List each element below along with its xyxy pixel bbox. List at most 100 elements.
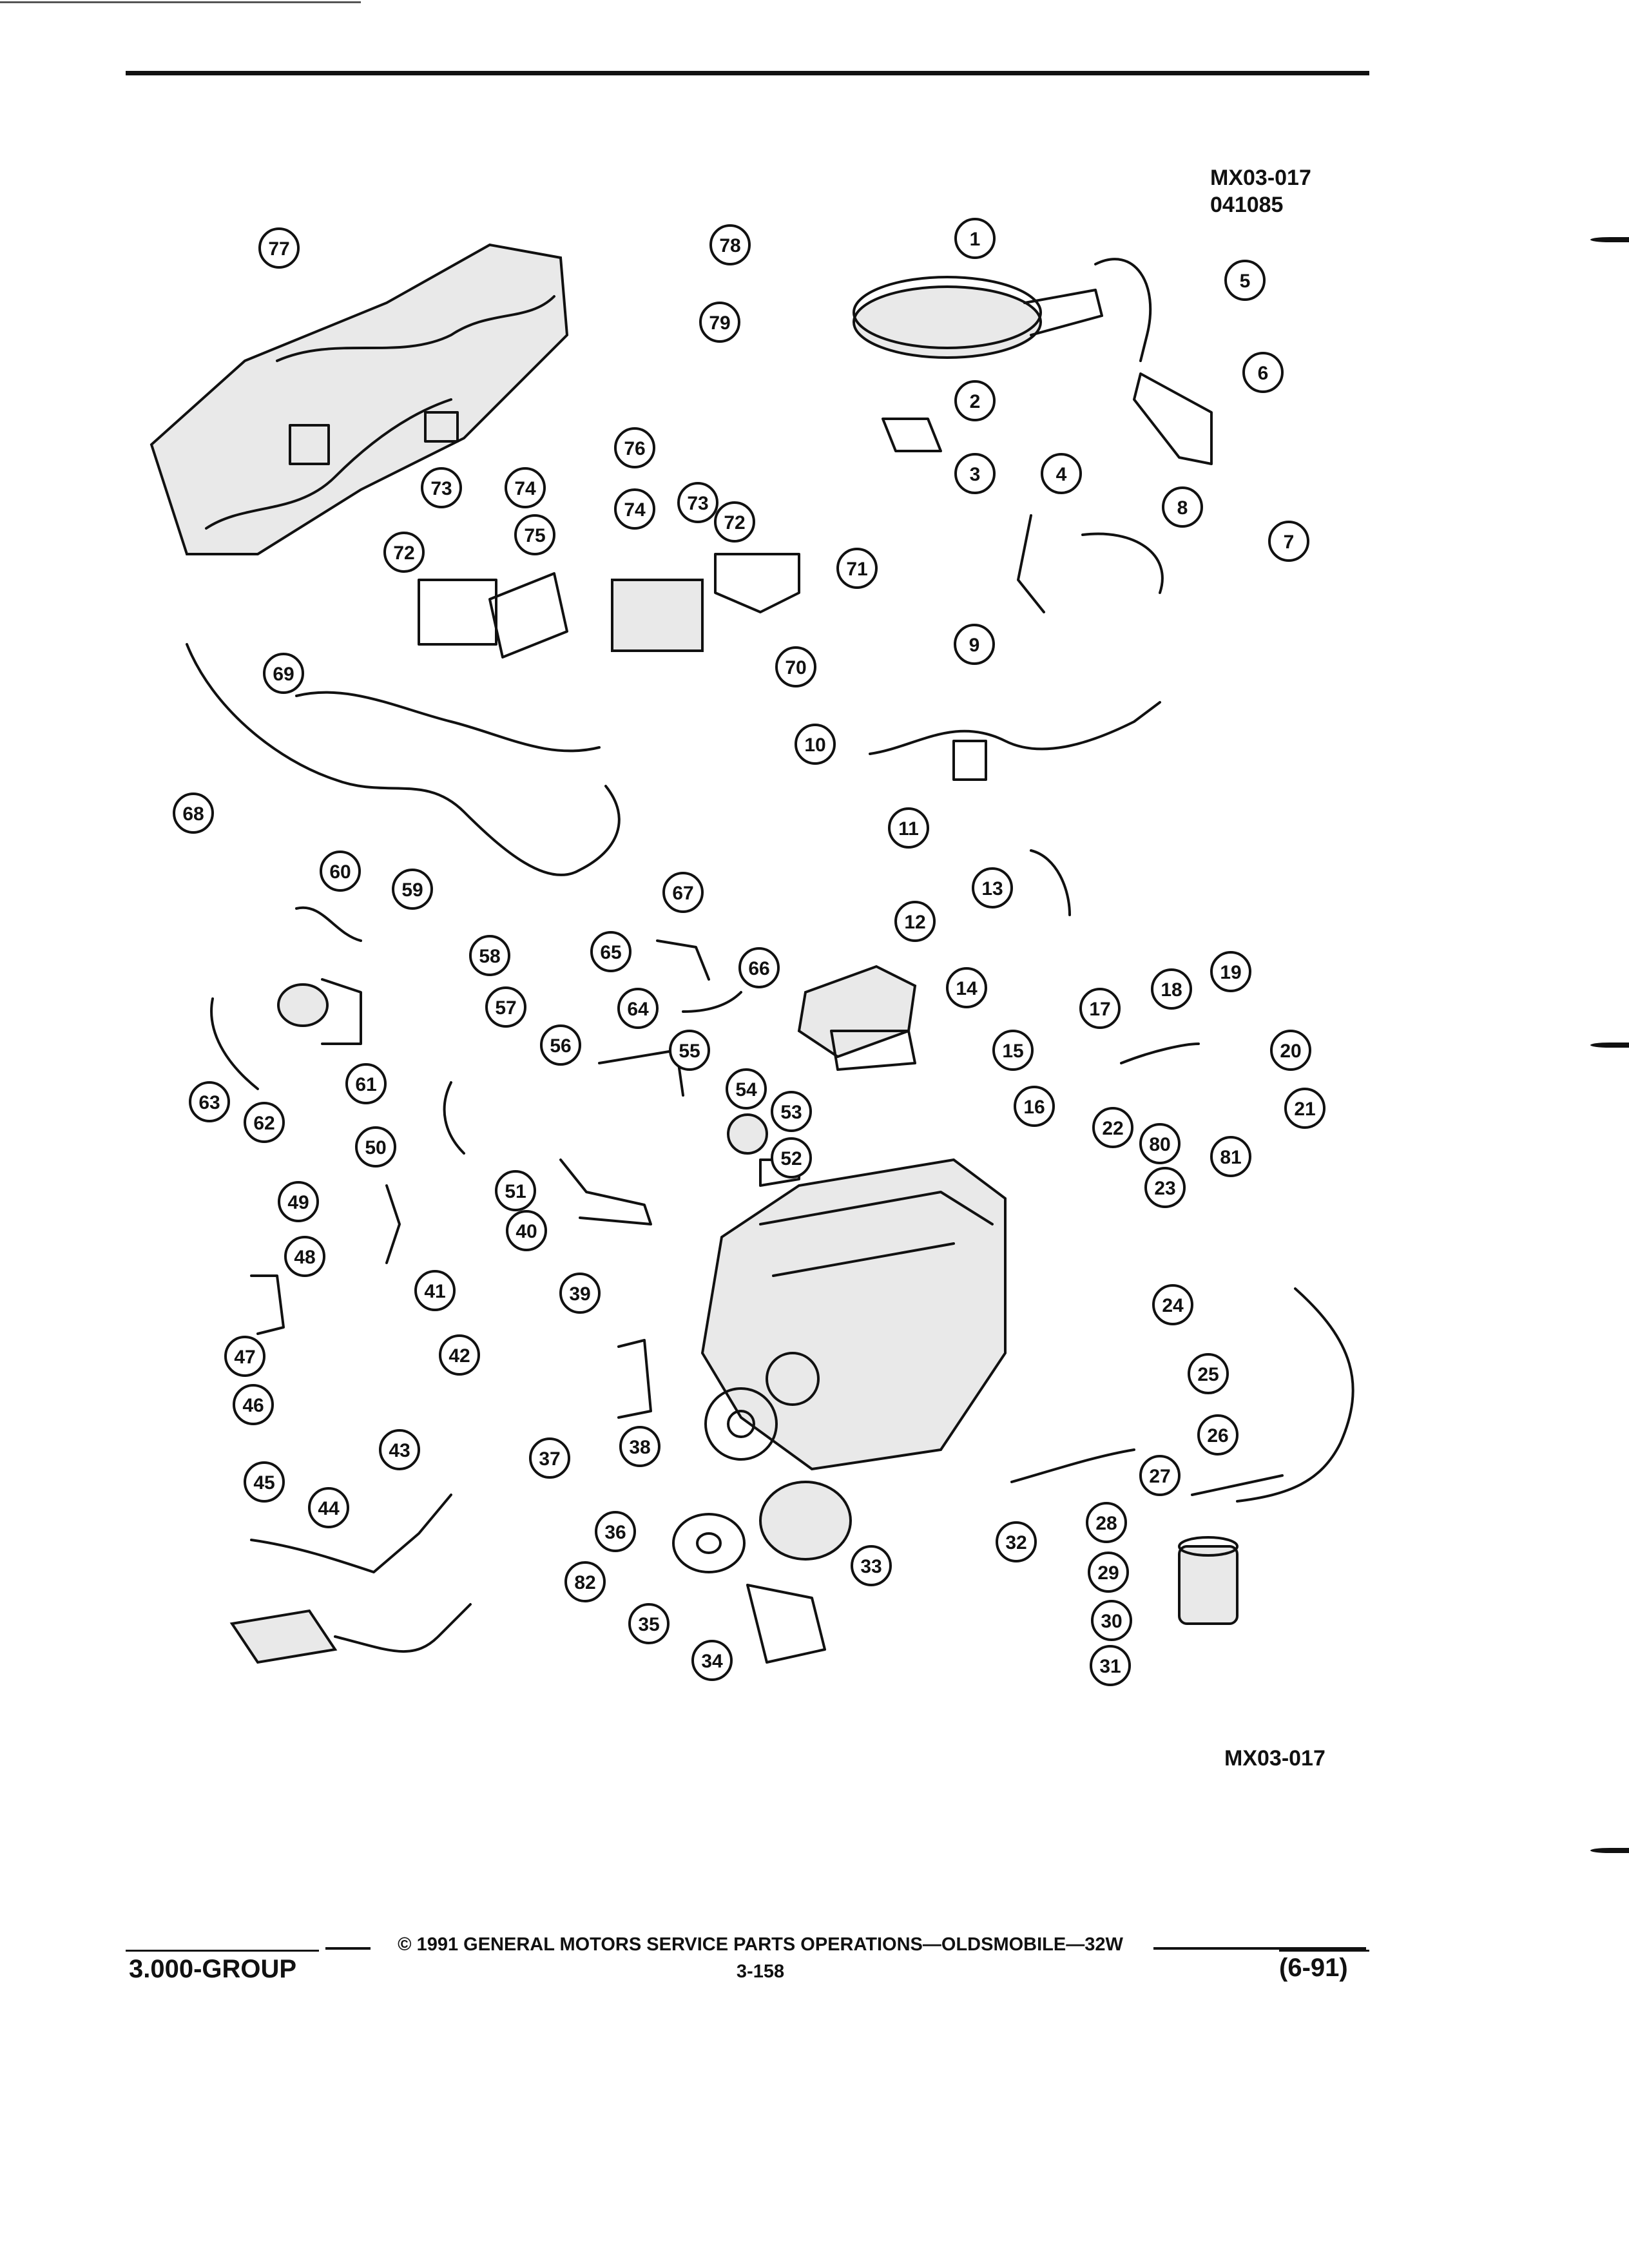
callout-number: 23 <box>1154 1178 1175 1199</box>
callout-75: 75 <box>514 514 555 555</box>
callout-68: 68 <box>173 793 214 834</box>
callout-8: 8 <box>1162 486 1203 528</box>
callout-number: 64 <box>627 999 649 1020</box>
callout-number: 82 <box>574 1572 595 1593</box>
callout-circle <box>669 1030 710 1071</box>
figure-code-header: MX03-017 041085 <box>1210 164 1311 218</box>
callout-number: 48 <box>294 1247 315 1268</box>
callout-circle <box>1188 1353 1229 1394</box>
callout-circle <box>714 501 755 543</box>
callout-17: 17 <box>1079 988 1121 1029</box>
callout-number: 7 <box>1284 532 1295 553</box>
callout-circle <box>1086 1502 1127 1543</box>
callout-48: 48 <box>284 1236 325 1277</box>
callout-number: 70 <box>785 657 806 678</box>
callout-78: 78 <box>709 224 751 265</box>
figure-code-footer: MX03-017 <box>1224 1746 1325 1771</box>
callout-72: 72 <box>383 532 425 573</box>
callout-circle <box>996 1521 1037 1562</box>
callout-52: 52 <box>771 1137 812 1178</box>
page-number: 3-158 <box>736 1961 785 1982</box>
callout-circle <box>992 1030 1034 1071</box>
canister-illustration <box>1178 1536 1239 1625</box>
callout-number: 6 <box>1258 363 1269 384</box>
callout-74: 74 <box>505 467 546 508</box>
callout-66: 66 <box>738 947 780 988</box>
callout-35: 35 <box>628 1603 670 1644</box>
callout-number: 72 <box>724 512 745 533</box>
callout-25: 25 <box>1188 1353 1229 1394</box>
callout-number: 30 <box>1101 1611 1122 1632</box>
callout-21: 21 <box>1284 1088 1325 1129</box>
callout-81: 81 <box>1210 1136 1251 1177</box>
callout-number: 44 <box>318 1498 340 1519</box>
callout-circle <box>278 1181 319 1222</box>
callout-circle <box>1144 1167 1186 1208</box>
callout-number: 19 <box>1220 962 1241 983</box>
callout-number: 43 <box>389 1440 410 1461</box>
callout-circle <box>379 1429 420 1470</box>
callout-circle <box>972 867 1013 908</box>
callout-number: 80 <box>1149 1134 1170 1155</box>
callout-28: 28 <box>1086 1502 1127 1543</box>
copyright-line: © 1991 GENERAL MOTORS SERVICE PARTS OPER… <box>398 1934 1123 1955</box>
callout-53: 53 <box>771 1091 812 1132</box>
callout-circle <box>529 1437 570 1479</box>
callout-number: 26 <box>1207 1425 1228 1446</box>
callout-circle <box>709 224 751 265</box>
callout-number: 28 <box>1095 1513 1117 1534</box>
callout-number: 15 <box>1002 1041 1023 1062</box>
callout-number: 2 <box>970 391 981 412</box>
callout-circle <box>1162 486 1203 528</box>
callout-circle <box>383 532 425 573</box>
callout-58: 58 <box>469 935 510 976</box>
callout-circle <box>495 1170 536 1211</box>
sensor-cable-illustration <box>869 701 1161 781</box>
callout-number: 37 <box>539 1448 560 1470</box>
callout-number: 77 <box>268 238 289 260</box>
callout-circle <box>485 986 526 1028</box>
callout-circle <box>559 1273 601 1314</box>
callout-circle <box>263 653 304 694</box>
footer-rule-right <box>1153 1947 1366 1950</box>
callout-number: 71 <box>846 559 867 580</box>
callout-77: 77 <box>258 227 300 269</box>
callout-circle <box>1210 951 1251 992</box>
callout-76: 76 <box>614 427 655 468</box>
callout-circle <box>1088 1552 1129 1593</box>
section-group: 3.000-GROUP <box>129 1955 297 1983</box>
callout-circle <box>564 1561 606 1602</box>
callout-60: 60 <box>320 850 361 892</box>
callout-number: 27 <box>1149 1466 1170 1487</box>
callout-37: 37 <box>529 1437 570 1479</box>
callout-number: 74 <box>624 499 646 521</box>
callout-number: 62 <box>253 1113 275 1134</box>
throttle-body-illustration <box>797 965 917 1071</box>
callout-number: 4 <box>1056 464 1067 485</box>
callout-42: 42 <box>439 1334 480 1376</box>
callout-circle <box>244 1461 285 1503</box>
callout-circle <box>1090 1645 1131 1686</box>
callout-number: 75 <box>524 525 545 546</box>
callout-circle <box>1210 1136 1251 1177</box>
callout-71: 71 <box>836 548 878 589</box>
callout-29: 29 <box>1088 1552 1129 1593</box>
callout-circle <box>836 548 878 589</box>
callout-55: 55 <box>669 1030 710 1071</box>
callout-circle <box>1242 352 1284 393</box>
callout-13: 13 <box>972 867 1013 908</box>
callout-number: 35 <box>638 1614 659 1635</box>
callout-6: 6 <box>1242 352 1284 393</box>
callout-74: 74 <box>614 488 655 530</box>
callout-23: 23 <box>1144 1167 1186 1208</box>
callout-circle <box>1224 260 1266 301</box>
ecm-module-illustration <box>418 553 800 658</box>
fuel-pump-illustration <box>210 978 362 1090</box>
callout-70: 70 <box>775 646 816 687</box>
callout-number: 54 <box>735 1079 757 1100</box>
callout-number: 20 <box>1280 1041 1301 1062</box>
callout-14: 14 <box>946 967 987 1008</box>
callout-circle <box>590 931 631 972</box>
callout-circle <box>954 453 996 494</box>
